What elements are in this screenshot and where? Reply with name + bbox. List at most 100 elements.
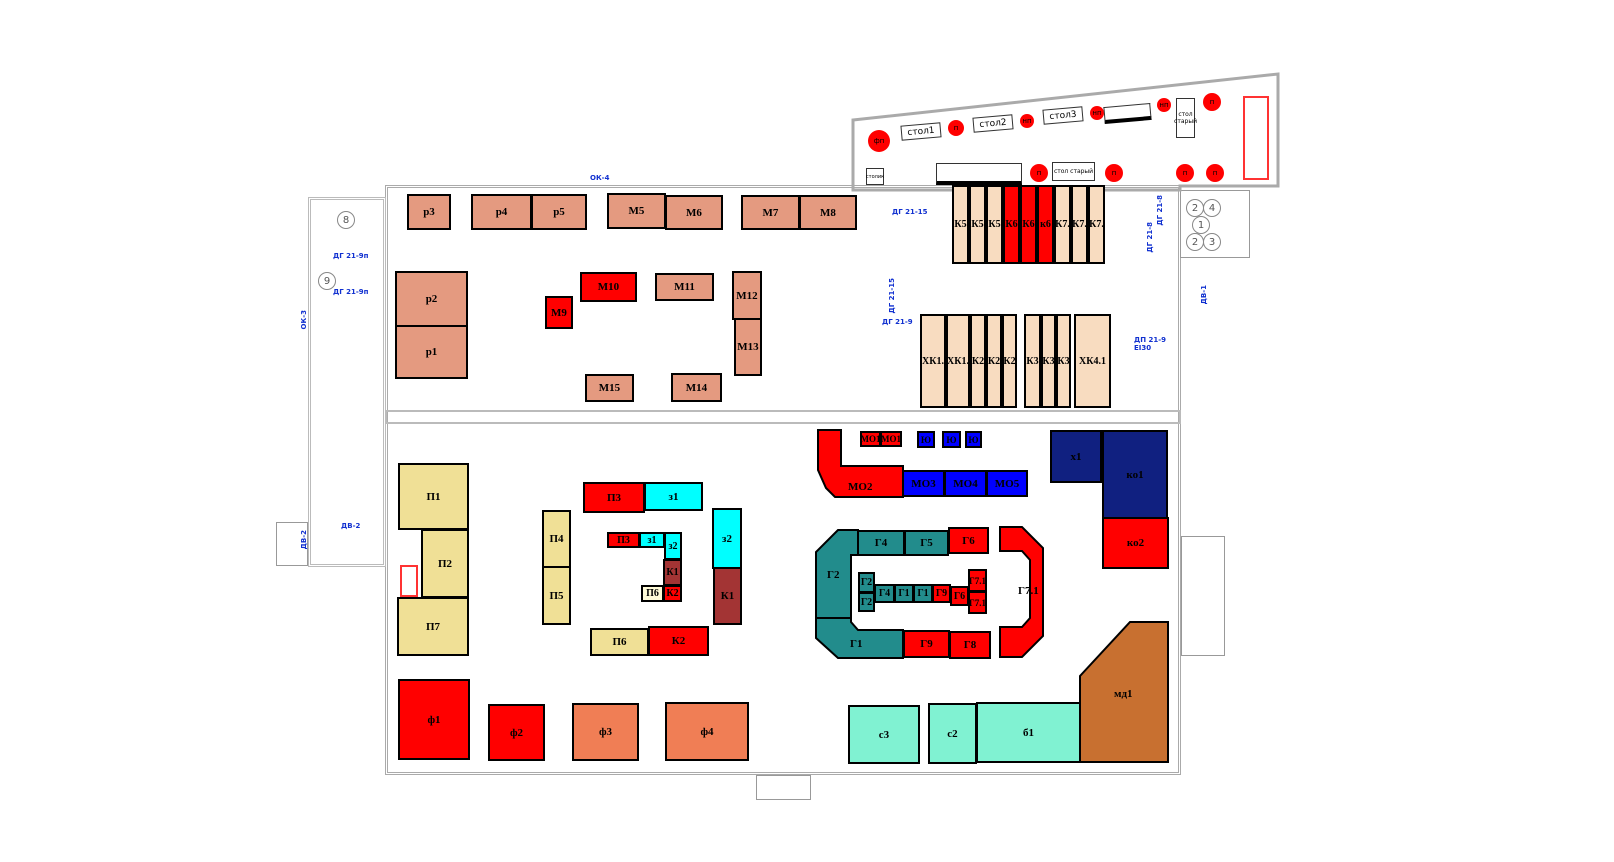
label-dv2a: ДВ-2 bbox=[341, 522, 361, 530]
label-g71: Г7.1 bbox=[1018, 585, 1039, 597]
inner-wall-mid bbox=[385, 410, 1181, 424]
block-s2: с2 bbox=[928, 703, 977, 764]
rack-row-top: К5 К5 К5 К6 К6 к6 К7. К7. К7. bbox=[952, 185, 1105, 264]
rack: К6 bbox=[1020, 185, 1037, 264]
rack: К5 bbox=[986, 185, 1003, 264]
annex-circle: п bbox=[1206, 164, 1224, 182]
block-mo4: МО4 bbox=[944, 470, 987, 497]
room-number: 8 bbox=[337, 211, 355, 229]
rack-row-low-1: ХК1. ХК1. К2 К2 К2 bbox=[920, 314, 1017, 408]
block-z2: з2 bbox=[712, 508, 742, 569]
label-dv1: ДВ-1 bbox=[1200, 285, 1208, 305]
label-g2: Г2 bbox=[827, 569, 840, 581]
block-p1: П1 bbox=[398, 463, 469, 530]
rack: ХК1. bbox=[946, 314, 970, 408]
block-m5: М5 bbox=[607, 193, 666, 229]
annex-circle: нп bbox=[1020, 114, 1034, 128]
block-p3: П3 bbox=[583, 482, 645, 513]
table-old: стол старый bbox=[1052, 162, 1095, 181]
label-dg219p-a: ДГ 21-9п bbox=[333, 252, 369, 260]
block-g4-inner: Г4 bbox=[874, 584, 895, 603]
block-x1: х1 bbox=[1050, 430, 1102, 483]
label-md1: мд1 bbox=[1114, 688, 1133, 700]
entrance-bottom bbox=[756, 775, 811, 800]
block-mo3: МО3 bbox=[902, 470, 945, 497]
block-g2-inner: Г2 bbox=[858, 572, 875, 593]
room-number: 2 bbox=[1186, 233, 1204, 251]
label-dv2b: ДВ-2 bbox=[300, 530, 308, 550]
entrance-right bbox=[1181, 536, 1225, 656]
block-m8: М8 bbox=[799, 195, 857, 230]
block-mo1: МО1 bbox=[880, 431, 902, 447]
wc-block bbox=[1180, 190, 1250, 258]
rack-xk41: ХК4.1 bbox=[1074, 314, 1111, 408]
block-p5: П5 bbox=[542, 566, 571, 625]
block-m9: М9 bbox=[545, 296, 573, 329]
room-number: 9 bbox=[318, 272, 336, 290]
block-p6-small: П6 bbox=[641, 585, 664, 602]
shaped-blocks: МО2 Г2 Г1 Г7.1 мд1 bbox=[815, 429, 1169, 763]
label-dg2115: ДГ 21-15 bbox=[892, 208, 928, 216]
block-r5: р5 bbox=[531, 194, 587, 230]
block-k1-small: К1 bbox=[663, 559, 682, 586]
block-g4: Г4 bbox=[857, 530, 905, 556]
annex-circle: нп bbox=[1157, 98, 1171, 112]
block-g2-inner: Г2 bbox=[858, 592, 875, 612]
annex-circle: п bbox=[948, 120, 964, 136]
stair-corridor bbox=[308, 197, 386, 567]
block-g8: Г8 bbox=[949, 631, 991, 659]
block-g1-inner: Г1 bbox=[913, 584, 933, 603]
block-m6: М6 bbox=[665, 195, 723, 230]
block-m14: М14 bbox=[671, 373, 722, 402]
rack: К3 bbox=[1024, 314, 1041, 408]
label-mo2: МО2 bbox=[848, 481, 873, 493]
rack: К2 bbox=[970, 314, 986, 408]
block-yu: Ю bbox=[965, 431, 982, 448]
block-p7: П7 bbox=[397, 597, 469, 656]
block-g9-inner: Г9 bbox=[932, 584, 951, 603]
block-m12: М12 bbox=[732, 271, 762, 320]
block-g6-inner: Г6 bbox=[950, 586, 969, 606]
block-s3: с3 bbox=[848, 705, 920, 764]
block-p4: П4 bbox=[542, 510, 571, 568]
rack: К7. bbox=[1054, 185, 1071, 264]
block-f1: ф1 bbox=[398, 679, 470, 760]
block-yu: Ю bbox=[917, 431, 935, 448]
block-g6: Г6 bbox=[948, 527, 989, 554]
label-dg219p-b: ДГ 21-9п bbox=[333, 288, 369, 296]
rack: К7. bbox=[1088, 185, 1105, 264]
label-dg218a: ДГ 21-8 bbox=[1146, 222, 1154, 253]
block-g1-inner: Г1 bbox=[894, 584, 914, 603]
shelf-rack bbox=[400, 565, 418, 597]
block-r2: р2 bbox=[395, 271, 468, 327]
label-ok3: ОК-3 bbox=[300, 310, 308, 330]
annex-circle: п bbox=[1203, 93, 1221, 111]
block-f2: ф2 bbox=[488, 704, 545, 761]
annex-circle: п bbox=[1105, 164, 1123, 182]
rack: К7. bbox=[1071, 185, 1088, 264]
rack: К5 bbox=[952, 185, 969, 264]
rack: К3 bbox=[1056, 314, 1071, 408]
rack: к6 bbox=[1037, 185, 1054, 264]
entrance-left bbox=[276, 522, 308, 566]
block-z1-small: з1 bbox=[639, 532, 665, 548]
block-r3: р3 bbox=[407, 194, 451, 230]
room-number: 4 bbox=[1203, 199, 1221, 217]
block-m13: М13 bbox=[734, 318, 762, 376]
label-dg2115-v: ДГ 21-15 bbox=[888, 278, 896, 314]
block-g5: Г5 bbox=[904, 530, 949, 556]
label-dp219: ДП 21-9 bbox=[1134, 336, 1167, 344]
label-g1: Г1 bbox=[850, 638, 863, 650]
block-p6: П6 bbox=[590, 628, 649, 656]
block-yu: Ю bbox=[942, 431, 961, 448]
annex-circle: фп bbox=[868, 130, 890, 152]
block-z1: з1 bbox=[644, 482, 703, 511]
outer-wall bbox=[385, 185, 1181, 775]
annex-circle: п bbox=[1030, 164, 1048, 182]
label-dg218b: ДГ 21-8 bbox=[1156, 195, 1164, 226]
rack: К2 bbox=[1002, 314, 1017, 408]
block-g71-inner: Г7.1 bbox=[968, 569, 987, 592]
block-ko1: ко1 bbox=[1102, 430, 1168, 519]
block-g71-inner: Г7.1 bbox=[968, 591, 987, 614]
